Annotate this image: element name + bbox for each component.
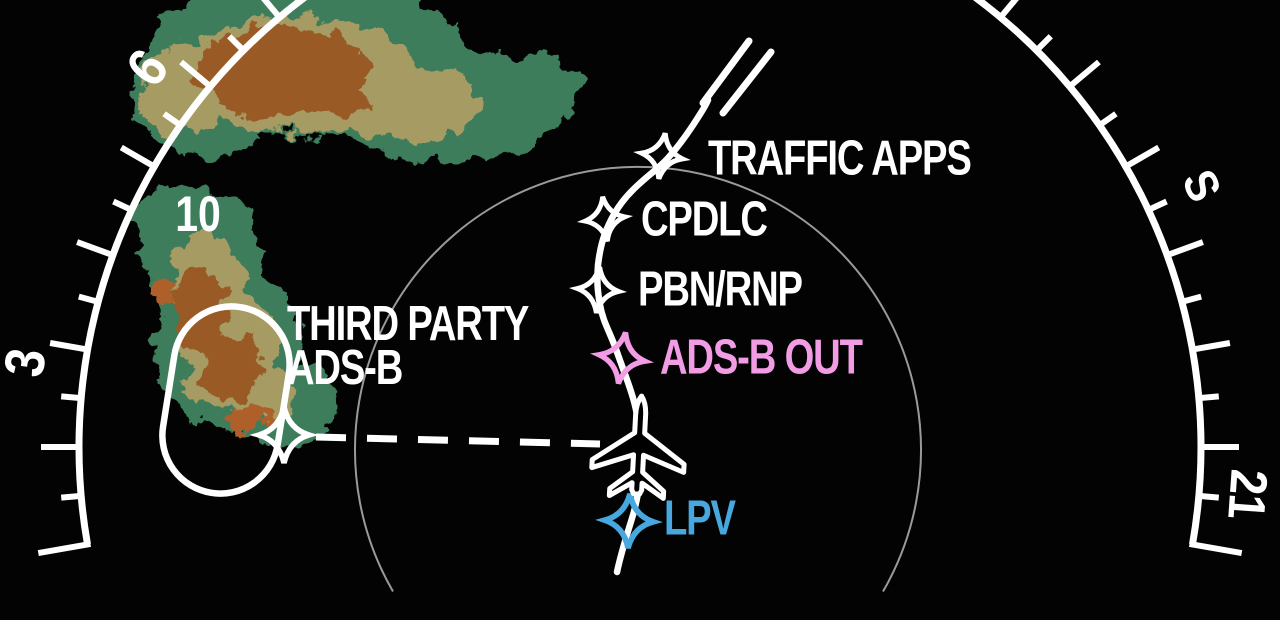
aircraft-icon [589,393,687,501]
compass-tick [78,293,102,306]
waypoint-star-icon-ads-b-out [590,331,654,385]
compass-tick [1065,59,1101,91]
third-party-line1: THIRD PARTY [287,296,529,351]
compass-tick [112,198,136,214]
compass-tick [261,0,284,22]
range-ring [354,165,922,592]
route-break-icon [699,37,775,117]
compass-arc [75,0,1205,546]
compass-tick [1121,144,1161,171]
compass-tick [1163,239,1204,260]
waypoint-label-lpv: LPV [664,491,736,546]
compass-tick [1188,540,1243,557]
terrain-orange-layer [143,279,268,434]
compass-tick [179,59,215,91]
waypoint-label-third-party-ads-b: THIRD PARTY ADS-B [287,296,529,395]
waypoint-star-icon-traffic-apps [633,132,691,180]
compass-tick-marks [37,0,1243,557]
waypoint-label-pbn-rnp: PBN/RNP [638,262,803,317]
compass-tick [1195,492,1220,501]
compass-tick [60,492,85,501]
range-ring-label: 10 [175,186,221,242]
compass-tick [76,239,117,260]
ads-b-dashed-link [315,433,601,448]
compass-tick [162,111,185,130]
waypoint-star-icon-cpdlc [576,195,634,243]
compass-tick [1195,393,1220,402]
compass-tick [119,144,159,171]
waypoint-star-icon-third-party [249,406,319,464]
waypoint-label-cpdlc: CPDLC [641,192,768,247]
waypoint-label-traffic-apps: TRAFFIC APPS [708,131,972,186]
compass-tick [227,34,248,55]
compass-tick [37,540,92,557]
waypoint-label-ads-b-out: ADS-B OUT [660,330,863,385]
compass-label-21: 21 [1216,467,1278,521]
compass-tick [1188,340,1231,354]
waypoint-star-icon-pbn-rnp [568,266,628,314]
third-party-line2: ADS-B [287,341,403,395]
compass-tick [996,0,1019,22]
compass-tick [1032,34,1053,55]
compass-tick [60,393,85,402]
compass-tick [1144,198,1168,214]
compass-tick [1095,111,1118,130]
compass-tick [1178,293,1202,306]
compass-tick [49,340,92,354]
waypoint-star-icon-lpv [595,493,663,549]
